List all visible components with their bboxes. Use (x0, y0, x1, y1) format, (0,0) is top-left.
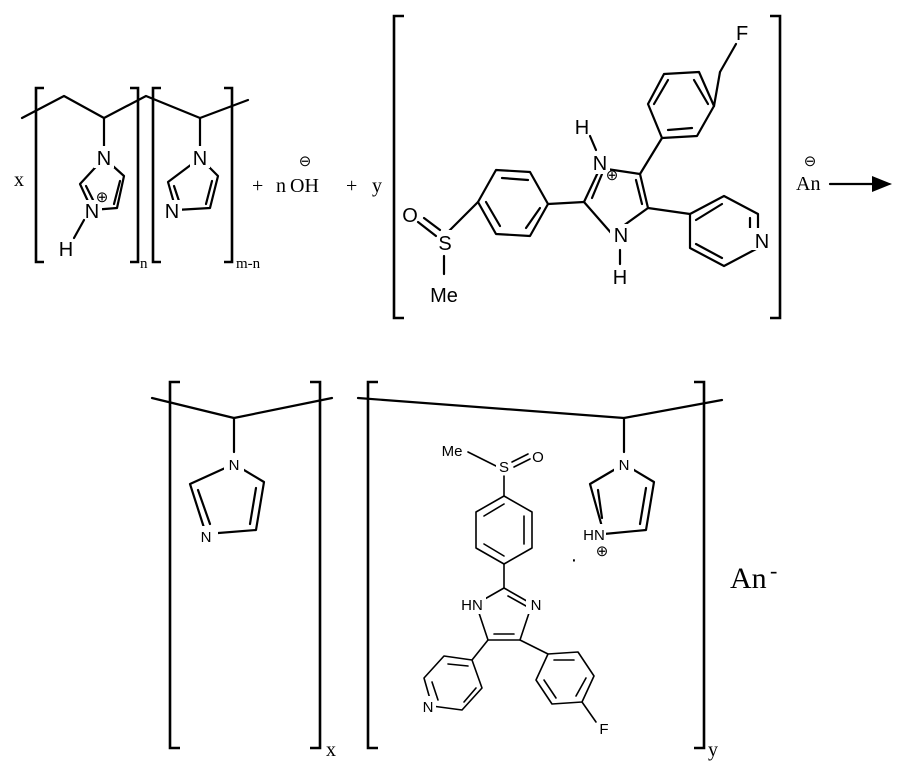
methyl-label: Me (442, 443, 463, 460)
atom-n: N (229, 457, 240, 474)
polymer-backbone (152, 398, 332, 418)
negative-charge-icon: ⊖ (299, 154, 312, 170)
subscript-x: x (326, 739, 336, 761)
atom-s: S (438, 233, 451, 255)
positive-charge-icon: ⊕ (606, 167, 619, 184)
product-salt-unit: N HN ⊕ · Me S O HN N N (358, 382, 722, 761)
bracket-right-y (694, 382, 704, 748)
polymer-backbone (22, 96, 248, 118)
positive-charge-icon: ⊕ (96, 189, 109, 206)
atom-h: H (575, 117, 589, 139)
bracket-right-y (770, 16, 780, 318)
anion-charge: - (770, 558, 777, 583)
atom-h: H (613, 267, 627, 289)
atom-o: O (532, 449, 544, 466)
anion-label: An (796, 173, 820, 195)
bracket-left-x (170, 382, 180, 748)
hydroxide-label: OH (290, 175, 319, 197)
positive-charge-icon: ⊕ (596, 543, 609, 560)
bracket-right-n (130, 88, 138, 262)
atom-hn: HN (461, 597, 483, 614)
coefficient-n: n (276, 175, 286, 197)
bracket-left-mn (153, 88, 161, 262)
counter-anion: ⊖ An (796, 154, 820, 195)
adduct-dot: · (571, 549, 578, 571)
plus-sign: + (252, 175, 263, 197)
coefficient-y: y (372, 175, 382, 197)
plus-sign: + (346, 175, 357, 197)
reactant-polyvinylimidazole: N N H ⊕ N N x n m-n (14, 88, 261, 272)
bracket-left-n (36, 88, 44, 262)
atom-n: N (201, 529, 212, 546)
pyridine-ring (690, 196, 758, 266)
atom-f: F (736, 23, 748, 45)
subscript-n: n (140, 256, 148, 272)
atom-f: F (599, 721, 608, 738)
hydroxide: n ⊖ OH (276, 154, 319, 197)
atom-hn: HN (583, 527, 605, 544)
subscript-y: y (708, 739, 718, 761)
atom-s: S (499, 459, 509, 476)
atom-n: N (614, 225, 628, 247)
anion-label: An (730, 562, 767, 595)
atom-n: N (193, 148, 207, 170)
atom-n: N (531, 597, 542, 614)
atom-n: N (755, 231, 769, 253)
negative-charge-icon: ⊖ (804, 154, 817, 170)
atom-n: N (165, 201, 179, 223)
reaction-arrow-icon (830, 176, 892, 192)
product-anion: An - (730, 558, 777, 595)
bracket-right-x (310, 382, 320, 748)
atom-h: H (59, 239, 73, 261)
bracket-right-mn (224, 88, 232, 262)
coefficient-x: x (14, 169, 24, 191)
bracket-left-y (394, 16, 404, 318)
atom-o: O (402, 205, 418, 227)
bracket-left-y (368, 382, 378, 748)
reactant-drug-cation: N ⊕ H N H F N S O M (394, 16, 780, 318)
product-imidazole-unit: N N x (152, 382, 336, 761)
polymer-backbone (358, 398, 722, 418)
subscript-m-n: m-n (236, 256, 261, 272)
atom-n: N (97, 148, 111, 170)
atom-n: N (423, 699, 434, 716)
atom-n: N (619, 457, 630, 474)
methyl-label: Me (430, 285, 458, 307)
